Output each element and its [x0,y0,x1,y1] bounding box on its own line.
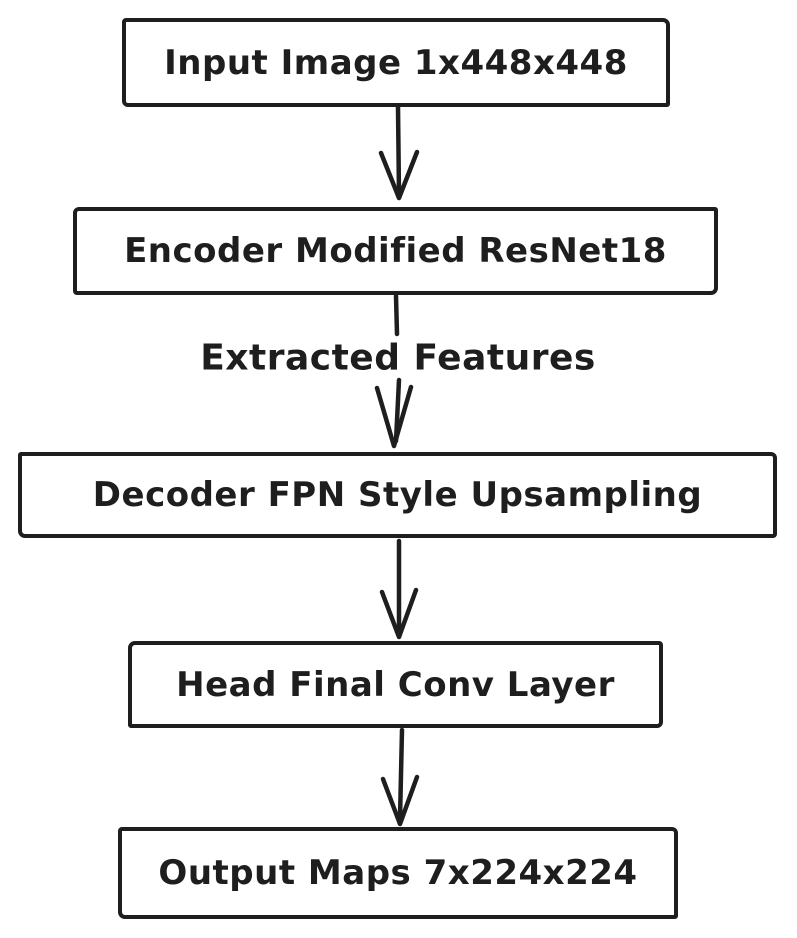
node-decoder-label: Decoder FPN Style Upsampling [92,475,703,515]
arrow-head-to-output [380,727,420,827]
arrow-shaft [393,293,400,337]
arrow-shaft [397,727,405,822]
node-head: Head Final Conv Layer [128,641,663,728]
arrow-shaft [395,104,402,198]
arrowhead-down-icon [379,587,419,640]
node-output-maps: Output Maps 7x224x224 [118,827,678,919]
node-input-image: Input Image 1x448x448 [122,18,670,107]
node-encoder: Encoder Modified ResNet18 [73,207,718,295]
node-head-label: Head Final Conv Layer [176,664,615,705]
arrow-input-to-encoder [378,104,420,201]
node-decoder: Decoder FPN Style Upsampling [18,452,777,538]
node-encoder-label: Encoder Modified ResNet18 [124,231,667,271]
edge-label-extracted-features: Extracted Features [200,337,596,379]
arrow-shaft [393,377,402,444]
arrowhead-down-icon [374,384,414,449]
arrowhead-down-icon [380,774,420,827]
node-output-maps-label: Output Maps 7x224x224 [158,853,638,893]
arrow-decoder-to-head [379,538,419,640]
arrowhead-down-icon [378,149,420,201]
node-input-image-label: Input Image 1x448x448 [164,42,628,83]
